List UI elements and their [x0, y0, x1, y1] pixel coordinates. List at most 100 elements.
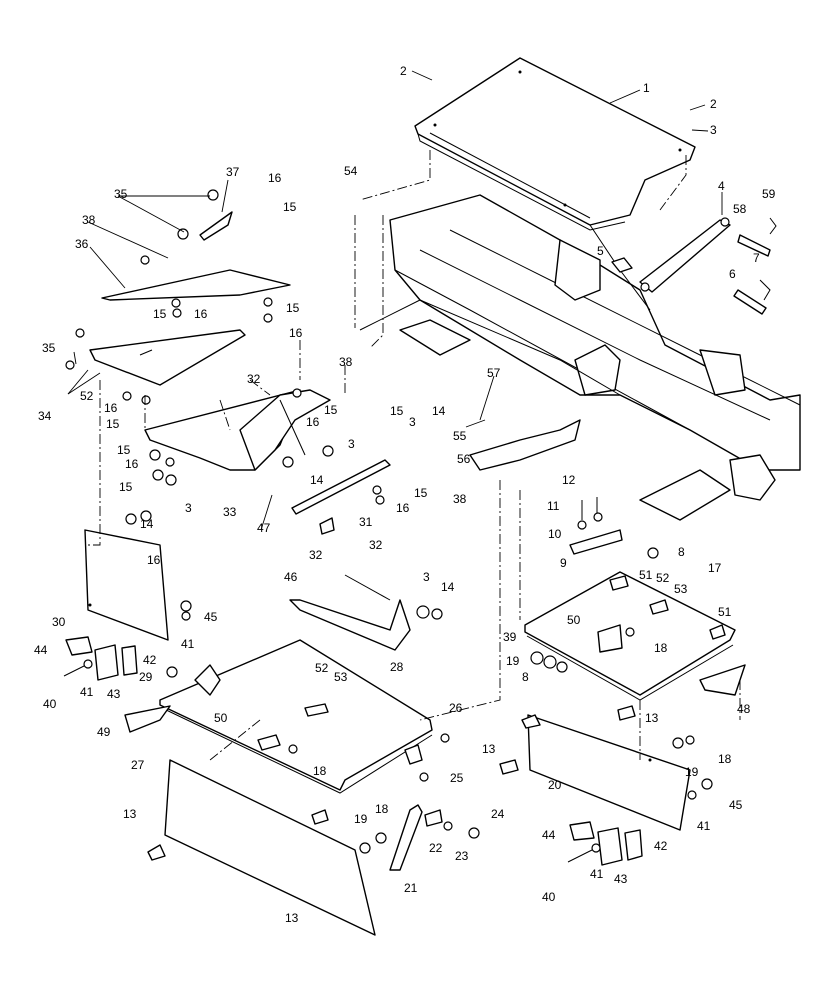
callout-56: 56 [457, 452, 471, 466]
leader-lines [67, 70, 723, 531]
callout-23: 23 [455, 849, 469, 863]
callout-25: 25 [450, 771, 464, 785]
callout-15: 15 [117, 443, 131, 457]
callout-16: 16 [306, 415, 320, 429]
callout-24: 24 [491, 807, 505, 821]
callout-12: 12 [562, 473, 576, 487]
callout-16: 16 [194, 307, 208, 321]
callout-15: 15 [390, 404, 404, 418]
callout-44: 44 [542, 828, 556, 842]
callout-43: 43 [107, 687, 121, 701]
callout-47: 47 [257, 521, 271, 535]
callout-3: 3 [409, 415, 416, 429]
callout-41: 41 [697, 819, 711, 833]
callout-51: 51 [639, 568, 653, 582]
callout-42: 42 [654, 839, 668, 853]
callout-10: 10 [548, 527, 562, 541]
main-frame [359, 194, 801, 521]
callout-55: 55 [453, 429, 467, 443]
callout-41: 41 [590, 867, 604, 881]
callout-19: 19 [354, 812, 368, 826]
callout-3: 3 [348, 437, 355, 451]
callout-27: 27 [131, 758, 145, 772]
callout-15: 15 [286, 301, 300, 315]
callout-38: 38 [453, 492, 467, 506]
callout-32: 32 [369, 538, 383, 552]
callout-20: 20 [548, 778, 562, 792]
callout-48: 48 [737, 702, 751, 716]
callout-13: 13 [123, 807, 137, 821]
callout-54: 54 [344, 164, 358, 178]
callout-18: 18 [313, 764, 327, 778]
callout-49: 49 [97, 725, 111, 739]
callout-2: 2 [710, 97, 717, 111]
callout-14: 14 [441, 580, 455, 594]
spring-strap [289, 574, 443, 651]
callout-1: 1 [643, 81, 650, 95]
callout-13: 13 [482, 742, 496, 756]
left-side-panel [84, 510, 192, 641]
callout-30: 30 [52, 615, 66, 629]
left-hinge-hardware [63, 636, 178, 681]
right-door-panel [524, 571, 746, 701]
callout-43: 43 [614, 872, 628, 886]
callout-29: 29 [139, 670, 153, 684]
callout-41: 41 [181, 637, 195, 651]
right-hinge-hardware [567, 821, 643, 866]
callout-15: 15 [283, 200, 297, 214]
callout-15: 15 [106, 417, 120, 431]
left-bracket [65, 328, 246, 405]
callout-37: 37 [226, 165, 240, 179]
callout-6: 6 [729, 267, 736, 281]
callout-42: 42 [143, 653, 157, 667]
callout-53: 53 [674, 582, 688, 596]
callout-4: 4 [718, 179, 725, 193]
callout-11: 11 [547, 499, 560, 513]
callout-26: 26 [449, 701, 463, 715]
callout-45: 45 [204, 610, 218, 624]
callout-57: 57 [487, 366, 501, 380]
callout-16: 16 [268, 171, 282, 185]
callout-22: 22 [429, 841, 443, 855]
callout-16: 16 [147, 553, 161, 567]
callout-35: 35 [114, 187, 128, 201]
callout-15: 15 [119, 480, 133, 494]
callout-14: 14 [432, 404, 446, 418]
callout-16: 16 [104, 401, 118, 415]
lower-left-panel [147, 759, 387, 936]
callout-14: 14 [140, 517, 154, 531]
callout-35: 35 [42, 341, 56, 355]
strap-bar [291, 459, 391, 535]
callout-18: 18 [375, 802, 389, 816]
callout-15: 15 [324, 403, 338, 417]
callout-15: 15 [153, 307, 167, 321]
callout-3: 3 [185, 501, 192, 515]
callout-38: 38 [339, 355, 353, 369]
callout-8: 8 [678, 545, 685, 559]
callout-50: 50 [214, 711, 228, 725]
callout-39: 39 [503, 630, 517, 644]
callout-31: 31 [359, 515, 373, 529]
callout-52: 52 [80, 389, 94, 403]
callout-46: 46 [284, 570, 298, 584]
side-link-bar [611, 217, 777, 315]
top-cover-panel [414, 57, 696, 231]
callout-38: 38 [82, 213, 96, 227]
callout-40: 40 [542, 890, 556, 904]
callout-16: 16 [289, 326, 303, 340]
callout-13: 13 [645, 711, 659, 725]
callout-2: 2 [400, 64, 407, 78]
callout-44: 44 [34, 643, 48, 657]
latch-lever [389, 804, 480, 871]
callout-52: 52 [656, 571, 670, 585]
callout-15: 15 [414, 486, 428, 500]
callout-16: 16 [396, 501, 410, 515]
callout-41: 41 [80, 685, 94, 699]
right-lower-panel [499, 705, 713, 831]
callout-53: 53 [334, 670, 348, 684]
callout-19: 19 [506, 654, 520, 668]
assembly-lines [88, 150, 741, 761]
callout-51: 51 [718, 605, 732, 619]
chute-panel [144, 388, 334, 486]
callout-32: 32 [247, 372, 261, 386]
